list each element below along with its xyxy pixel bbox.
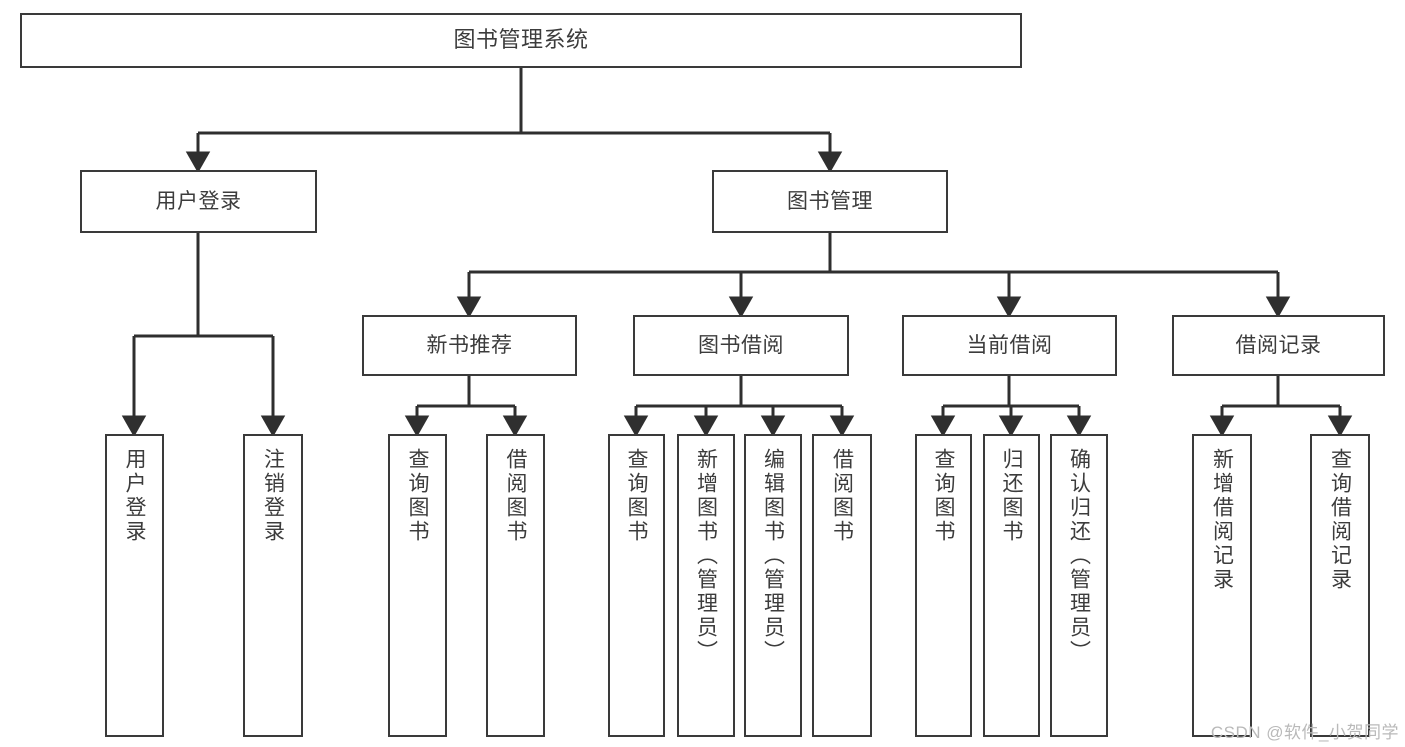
node-leaf-add-book-label: 新增图书（管理员） <box>694 448 718 664</box>
watermark-label: CSDN @软件_小贺同学 <box>1210 723 1399 742</box>
node-leaf-logout-label: 注销登录 <box>261 448 285 544</box>
node-leaf-add-record[interactable]: 新增借阅记录 <box>1192 434 1252 737</box>
node-current-borrow-label: 当前借阅 <box>966 333 1053 357</box>
node-leaf-return-book[interactable]: 归还图书 <box>983 434 1040 737</box>
node-leaf-borrow-book-1-label: 借阅图书 <box>504 448 527 544</box>
node-leaf-user-login-label: 用户登录 <box>123 448 146 544</box>
node-leaf-edit-book-label: 编辑图书（管理员） <box>761 448 785 664</box>
node-leaf-borrow-book-2[interactable]: 借阅图书 <box>812 434 872 737</box>
node-root-label: 图书管理系统 <box>453 27 589 53</box>
node-book-borrow[interactable]: 图书借阅 <box>633 315 849 376</box>
node-leaf-query-book-2[interactable]: 查询图书 <box>608 434 665 737</box>
node-book-manage-label: 图书管理 <box>787 189 873 213</box>
node-borrow-record-label: 借阅记录 <box>1235 333 1322 357</box>
node-leaf-add-record-label: 新增借阅记录 <box>1210 448 1234 592</box>
node-leaf-query-record-label: 查询借阅记录 <box>1328 448 1352 592</box>
node-leaf-confirm-return[interactable]: 确认归还（管理员） <box>1050 434 1108 737</box>
node-leaf-query-book-1[interactable]: 查询图书 <box>388 434 447 737</box>
node-leaf-borrow-book-1[interactable]: 借阅图书 <box>486 434 545 737</box>
node-leaf-confirm-return-label: 确认归还（管理员） <box>1067 448 1091 664</box>
node-leaf-query-book-2-label: 查询图书 <box>625 448 648 544</box>
node-leaf-query-record[interactable]: 查询借阅记录 <box>1310 434 1370 737</box>
node-leaf-query-book-1-label: 查询图书 <box>406 448 429 544</box>
node-current-borrow[interactable]: 当前借阅 <box>902 315 1117 376</box>
node-borrow-record[interactable]: 借阅记录 <box>1172 315 1385 376</box>
node-leaf-logout[interactable]: 注销登录 <box>243 434 303 737</box>
node-book-manage[interactable]: 图书管理 <box>712 170 948 233</box>
node-leaf-query-book-3-label: 查询图书 <box>932 448 955 544</box>
node-new-book-recommend-label: 新书推荐 <box>426 333 513 357</box>
node-user-login-label: 用户登录 <box>155 189 242 213</box>
node-leaf-user-login[interactable]: 用户登录 <box>105 434 164 737</box>
node-leaf-borrow-book-2-label: 借阅图书 <box>830 448 854 544</box>
node-book-borrow-label: 图书借阅 <box>698 333 784 357</box>
node-new-book-recommend[interactable]: 新书推荐 <box>362 315 577 376</box>
node-leaf-edit-book[interactable]: 编辑图书（管理员） <box>744 434 802 737</box>
node-leaf-add-book[interactable]: 新增图书（管理员） <box>677 434 735 737</box>
node-root[interactable]: 图书管理系统 <box>20 13 1022 68</box>
node-leaf-query-book-3[interactable]: 查询图书 <box>915 434 972 737</box>
node-user-login[interactable]: 用户登录 <box>80 170 317 233</box>
node-leaf-return-book-label: 归还图书 <box>1000 448 1023 544</box>
